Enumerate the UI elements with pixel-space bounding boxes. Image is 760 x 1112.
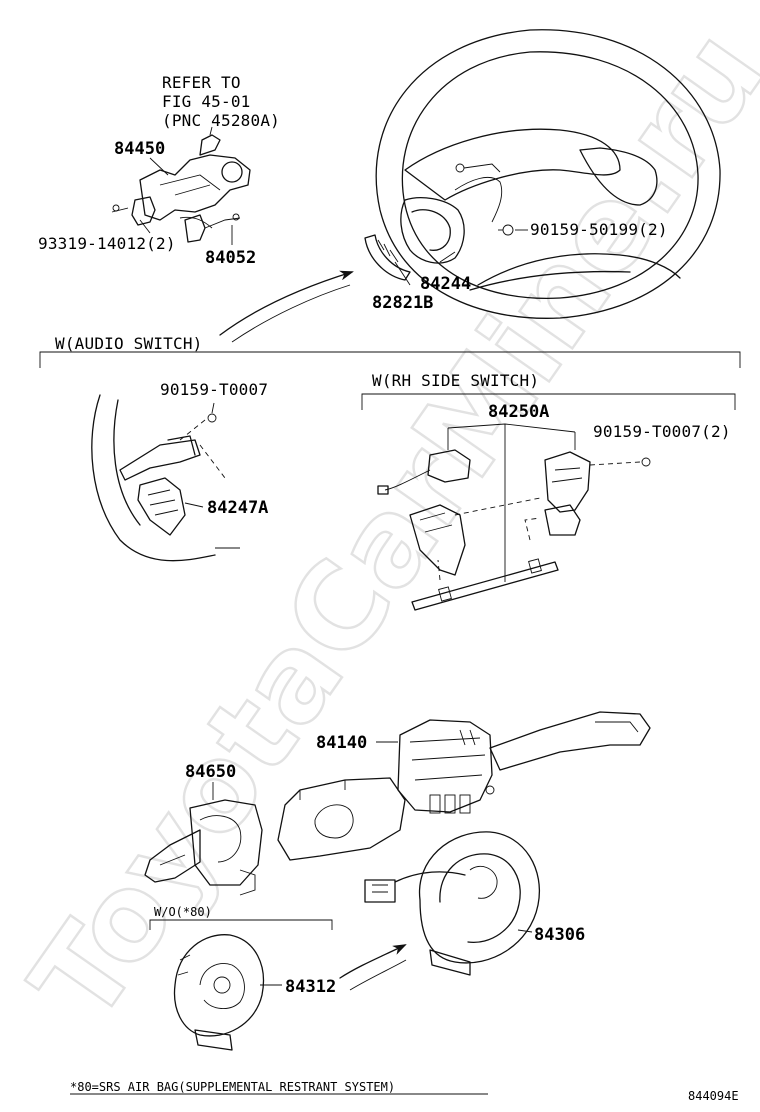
steering-wheel-drawing bbox=[364, 29, 721, 319]
label-84247A[interactable]: 84247A bbox=[207, 498, 268, 518]
rh-side-switch-bracket bbox=[361, 393, 736, 410]
label-84450[interactable]: 84450 bbox=[114, 139, 165, 159]
part-84650-drawing bbox=[144, 799, 263, 896]
part-84250A-drawing bbox=[377, 423, 651, 611]
label-82821B[interactable]: 82821B bbox=[372, 293, 433, 313]
part-84306-drawing bbox=[364, 831, 540, 976]
switch-bracket-drawing bbox=[277, 777, 406, 861]
group-audio-switch: W(AUDIO SWITCH) bbox=[55, 334, 203, 353]
label-93319-14012[interactable]: 93319-14012(2) bbox=[38, 234, 176, 253]
part-84140-drawing bbox=[397, 711, 651, 814]
diagram-id: 844094E bbox=[688, 1089, 739, 1103]
group-rh-side-switch: W(RH SIDE SWITCH) bbox=[372, 371, 539, 390]
without-airbag-bracket bbox=[149, 919, 333, 930]
label-84052[interactable]: 84052 bbox=[205, 248, 256, 268]
label-84140[interactable]: 84140 bbox=[316, 733, 367, 753]
refer-note-line2: FIG 45-01 bbox=[162, 92, 251, 111]
label-90159-T0007[interactable]: 90159-T0007 bbox=[160, 380, 268, 399]
label-90159-50199[interactable]: 90159-50199(2) bbox=[530, 220, 668, 239]
refer-note-line3: (PNC 45280A) bbox=[162, 111, 280, 130]
group-without-airbag: W/O(*80) bbox=[154, 905, 212, 919]
label-84244[interactable]: 84244 bbox=[420, 274, 471, 294]
label-84306[interactable]: 84306 bbox=[534, 925, 585, 945]
part-84450-drawing bbox=[131, 134, 251, 243]
label-84250A[interactable]: 84250A bbox=[488, 402, 549, 422]
audio-switch-bracket bbox=[39, 351, 741, 368]
part-84312-drawing bbox=[173, 934, 265, 1051]
footnote: *80=SRS AIR BAG(SUPPLEMENTAL RESTRANT SY… bbox=[70, 1080, 395, 1094]
label-90159-T0007-2[interactable]: 90159-T0007(2) bbox=[593, 422, 731, 441]
label-84312[interactable]: 84312 bbox=[285, 977, 336, 997]
label-84650[interactable]: 84650 bbox=[185, 762, 236, 782]
part-84247A-drawing bbox=[91, 394, 240, 562]
refer-note-line1: REFER TO bbox=[162, 73, 241, 92]
